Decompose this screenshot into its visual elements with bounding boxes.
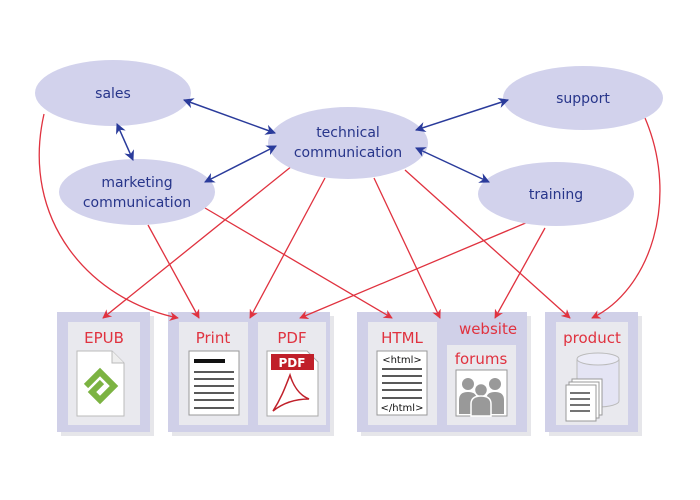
arrow-training-to-website bbox=[494, 227, 546, 319]
arrow-marketing-technical bbox=[204, 145, 277, 183]
arrow-technical-to-product bbox=[404, 169, 571, 319]
epub-file-icon bbox=[76, 350, 125, 417]
node-technical-communication: technical communication bbox=[268, 107, 428, 179]
epub-group: EPUB bbox=[57, 312, 154, 436]
arrow-training-to-pdf bbox=[299, 221, 529, 320]
node-marketing-communication: marketing communication bbox=[59, 159, 215, 225]
marketing-label-line1: marketing bbox=[101, 175, 172, 191]
html-open-tag: <html> bbox=[382, 355, 422, 366]
arrow-sales-to-print bbox=[38, 113, 179, 321]
training-label: training bbox=[529, 187, 583, 203]
html-label: HTML bbox=[381, 329, 423, 347]
arrow-technical-training bbox=[415, 147, 490, 183]
arrow-technical-to-pdf bbox=[249, 177, 326, 319]
html-close-tag: </html> bbox=[381, 403, 424, 414]
support-label: support bbox=[556, 91, 610, 107]
arrow-technical-to-epub bbox=[102, 165, 293, 319]
print-document-icon bbox=[188, 350, 240, 416]
arrow-technical-support bbox=[415, 97, 509, 133]
node-sales: sales bbox=[35, 60, 191, 126]
arrow-technical-to-html bbox=[373, 177, 441, 319]
communication-arrows bbox=[116, 97, 509, 183]
html-document-icon: <html> </html> bbox=[376, 350, 428, 416]
pdf-icon-label: PDF bbox=[279, 356, 306, 370]
arrow-marketing-to-html bbox=[204, 207, 393, 319]
content-flow-arrows bbox=[38, 113, 661, 321]
marketing-label-line2: communication bbox=[83, 195, 191, 211]
product-group: product bbox=[545, 312, 642, 436]
technical-label-line1: technical bbox=[316, 125, 380, 141]
people-icon bbox=[455, 369, 508, 417]
epub-label: EPUB bbox=[84, 329, 124, 347]
website-group: website HTML <html> </html> forums bbox=[357, 312, 531, 436]
arrow-sales-marketing bbox=[116, 123, 134, 161]
forums-label: forums bbox=[455, 350, 508, 368]
print-pdf-group: Print PDF PDF bbox=[168, 312, 334, 436]
arrow-sales-technical bbox=[183, 98, 276, 135]
product-label: product bbox=[563, 329, 621, 347]
arrow-support-to-product bbox=[591, 117, 661, 319]
pdf-file-icon: PDF bbox=[266, 350, 319, 417]
technical-label-line2: communication bbox=[294, 145, 402, 161]
sales-label: sales bbox=[95, 86, 131, 102]
pdf-label: PDF bbox=[277, 329, 306, 347]
website-label: website bbox=[459, 320, 517, 338]
database-documents-icon bbox=[565, 352, 620, 422]
print-label: Print bbox=[196, 329, 231, 347]
node-support: support bbox=[503, 66, 663, 130]
node-training: training bbox=[478, 162, 634, 226]
arrow-marketing-to-print bbox=[147, 224, 200, 319]
